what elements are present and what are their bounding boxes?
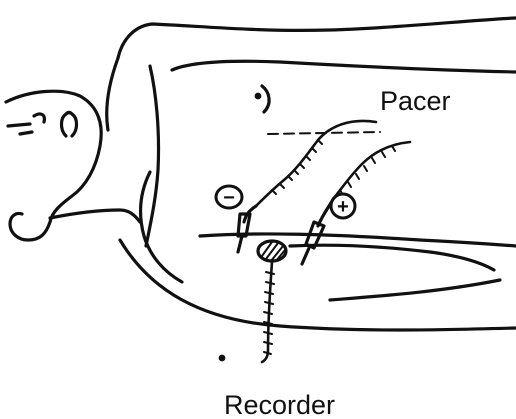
chest-line-2 [290,245,494,270]
negative-needle-tip [238,236,242,252]
lower-back-line [330,280,500,300]
nipple-mark [262,86,269,112]
pacer-label: Pacer [380,86,451,116]
shoulder-outline [118,18,516,58]
upper-arm-line [172,61,516,72]
positive-needle-tip [302,248,309,264]
negative-symbol: − [223,187,235,209]
recorder-label: Recorder [224,390,335,419]
ear [62,113,77,137]
armpit-curve [107,58,118,130]
positive-symbol: + [337,196,349,218]
lower-torso-curve [120,240,516,330]
eye-mark [8,124,30,126]
pacer-lead-2 [334,142,410,198]
small-dot [220,356,224,360]
neck-line [50,210,140,222]
side-curve [141,172,182,282]
chest-inner-line [146,66,159,246]
eye-mark-2 [20,132,32,134]
pacer-lead-2-coil [340,146,395,195]
navel-dot [256,94,260,98]
nose-mark [34,114,44,122]
